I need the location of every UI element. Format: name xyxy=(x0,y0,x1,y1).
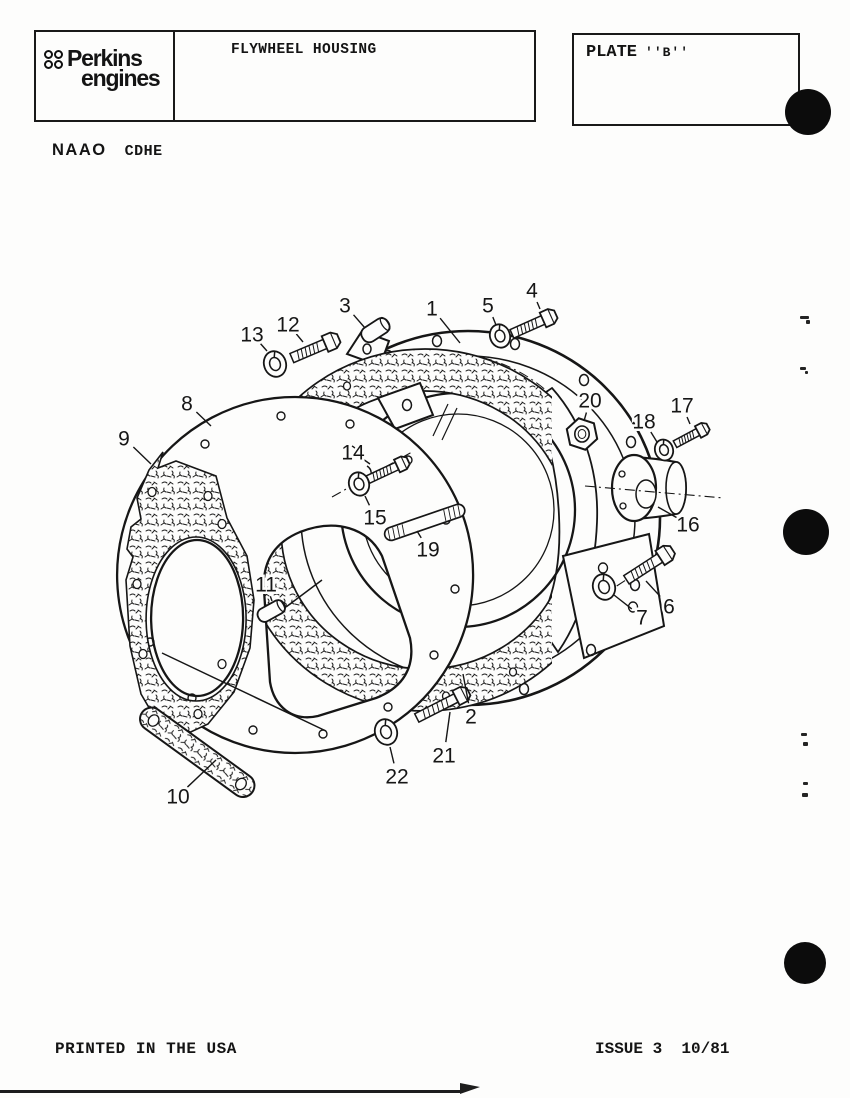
engine-codes: NAAO CDHE xyxy=(52,141,163,160)
footer-printed: PRINTED IN THE USA xyxy=(55,1040,237,1058)
callout-15: 15 xyxy=(361,495,389,532)
logo-line1: Perkins xyxy=(67,45,143,71)
strip-gasket-part xyxy=(139,706,256,798)
svg-text:11: 11 xyxy=(255,574,277,597)
svg-text:8: 8 xyxy=(181,393,193,416)
svg-text:7: 7 xyxy=(636,607,648,630)
callout-16: 16 xyxy=(657,506,702,539)
callout-11: 11 xyxy=(253,571,279,602)
logo-cell: Perkins engines xyxy=(36,32,175,120)
scan-speck xyxy=(802,793,808,797)
scan-speck xyxy=(803,782,808,785)
code-cdhe: CDHE xyxy=(124,143,163,160)
washer-7 xyxy=(591,573,617,601)
callout-4: 4 xyxy=(524,277,541,310)
bolt-12 xyxy=(288,331,342,364)
callout-3: 3 xyxy=(337,292,366,329)
code-naao: NAAO xyxy=(52,141,107,159)
callout-10: 10 xyxy=(164,759,217,811)
scan-speck xyxy=(803,742,808,746)
bolt-14 xyxy=(365,455,411,485)
page-edge-arrow-icon xyxy=(460,1083,480,1094)
washer-15 xyxy=(347,471,371,497)
plate-label: PLATE xyxy=(586,43,638,62)
title-cell: FLYWHEEL HOUSING xyxy=(175,32,534,120)
callout-14: 14 xyxy=(339,439,371,467)
callout-5: 5 xyxy=(480,292,497,326)
svg-text:21: 21 xyxy=(432,745,455,768)
footer-issue: ISSUE 3 10/81 xyxy=(595,1040,730,1058)
svg-text:6: 6 xyxy=(663,596,675,619)
callout-19: 19 xyxy=(414,530,442,564)
perkins-logo-icon xyxy=(44,50,64,70)
svg-text:22: 22 xyxy=(385,766,408,789)
callout-2: 2 xyxy=(462,673,479,731)
scan-speck xyxy=(806,320,810,324)
callout-13: 13 xyxy=(238,321,268,352)
perkins-logo: Perkins engines xyxy=(44,45,173,91)
washer-5 xyxy=(488,323,512,349)
bolt-17 xyxy=(672,421,711,449)
dowel-3 xyxy=(360,316,391,344)
page-title: FLYWHEEL HOUSING xyxy=(231,42,377,58)
washer-18 xyxy=(653,438,675,462)
svg-text:12: 12 xyxy=(276,314,299,337)
svg-text:2: 2 xyxy=(465,706,477,729)
callout-8: 8 xyxy=(179,390,212,427)
callout-12: 12 xyxy=(274,311,304,343)
punch-hole xyxy=(784,942,826,984)
punch-hole xyxy=(785,89,831,135)
washer-22 xyxy=(373,718,399,746)
nut-20 xyxy=(565,417,599,451)
svg-text:14: 14 xyxy=(341,442,365,465)
callout-9: 9 xyxy=(116,425,152,465)
callout-1: 1 xyxy=(424,295,461,344)
scan-speck xyxy=(800,316,809,319)
svg-text:4: 4 xyxy=(526,280,538,303)
plate-box: PLATE ''B'' xyxy=(572,33,800,126)
svg-text:9: 9 xyxy=(118,428,130,451)
callout-22: 22 xyxy=(383,746,411,791)
leader-line xyxy=(285,579,323,608)
svg-text:13: 13 xyxy=(240,324,263,347)
svg-text:20: 20 xyxy=(578,390,601,413)
svg-text:10: 10 xyxy=(166,786,189,809)
plate-value: ''B'' xyxy=(645,45,690,60)
punch-hole xyxy=(783,509,829,555)
scan-speck xyxy=(805,371,808,374)
scan-speck xyxy=(800,367,806,370)
callout-17: 17 xyxy=(668,392,696,425)
bolt-4 xyxy=(509,308,559,340)
logo-text: Perkins engines xyxy=(67,45,161,91)
page-edge-line xyxy=(0,1090,462,1093)
svg-text:17: 17 xyxy=(670,395,693,418)
stud-19 xyxy=(383,503,466,542)
svg-text:3: 3 xyxy=(339,295,351,318)
scan-speck xyxy=(801,733,807,736)
svg-text:5: 5 xyxy=(482,295,494,318)
callout-7: 7 xyxy=(613,594,650,632)
svg-text:1: 1 xyxy=(426,298,438,321)
svg-text:16: 16 xyxy=(676,514,699,537)
svg-text:18: 18 xyxy=(632,411,655,434)
callout-21: 21 xyxy=(430,711,458,770)
washer-13 xyxy=(262,350,288,378)
logo-line2: engines xyxy=(81,65,161,91)
dowel-11 xyxy=(256,599,287,623)
callout-6: 6 xyxy=(645,580,677,621)
backplate-gasket-part xyxy=(125,451,255,737)
callout-20: 20 xyxy=(576,387,604,422)
callout-18: 18 xyxy=(630,408,658,443)
header-box: Perkins engines FLYWHEEL HOUSING xyxy=(34,30,536,122)
hub-cover-part xyxy=(610,453,687,523)
svg-text:15: 15 xyxy=(363,507,386,530)
leader-line xyxy=(161,652,327,732)
bolt-6 xyxy=(622,544,676,585)
center-axis-line xyxy=(584,485,725,499)
svg-text:19: 19 xyxy=(416,539,439,562)
